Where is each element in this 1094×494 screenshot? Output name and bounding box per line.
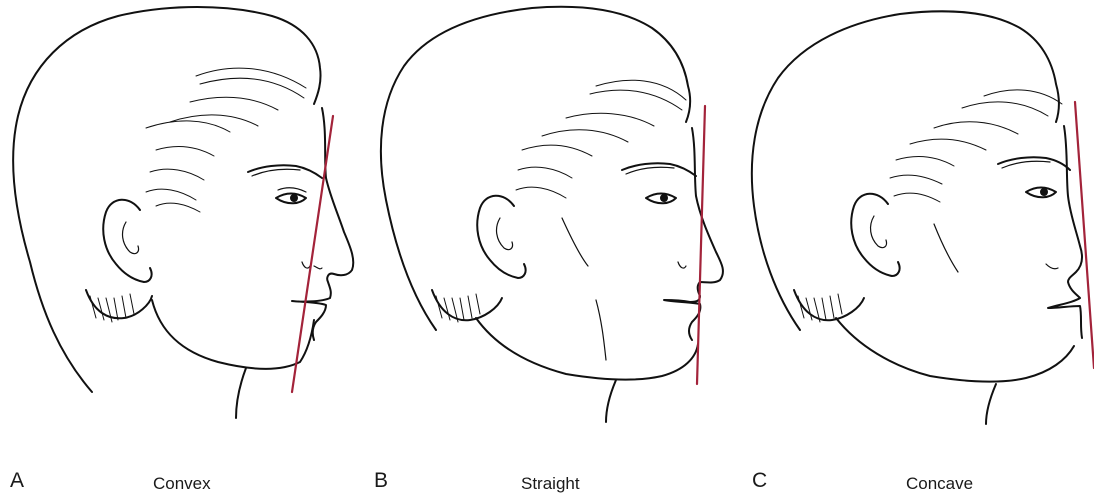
ear: [103, 200, 151, 282]
panel-convex: A Convex: [0, 0, 364, 494]
reference-line: [292, 116, 333, 392]
panel-concave: C Concave: [730, 0, 1094, 494]
face-profile: [292, 108, 353, 340]
neck-and-jaw: [432, 218, 616, 422]
panel-letter: C: [752, 470, 767, 491]
face-profile: [664, 128, 723, 340]
panel-letter: B: [374, 470, 388, 491]
convex-profile-drawing: [0, 0, 364, 440]
ear: [477, 196, 525, 278]
head-outline: [752, 11, 1074, 381]
panel-straight: B Straight: [366, 0, 730, 494]
eye: [622, 163, 696, 203]
head-outline: [13, 7, 320, 392]
head-outline: [381, 7, 698, 380]
neck-and-jaw: [86, 290, 246, 418]
neck-and-jaw: [794, 224, 996, 424]
concave-profile-drawing: [730, 0, 1094, 440]
panel-caption: Convex: [153, 475, 211, 492]
face-profile: [1046, 126, 1082, 338]
hair-strands: [516, 80, 686, 198]
eye: [248, 165, 322, 203]
hair-strands: [890, 90, 1062, 202]
panel-caption: Straight: [521, 475, 580, 492]
panel-letter: A: [10, 470, 24, 491]
ear: [851, 194, 899, 276]
hair-strands: [146, 68, 306, 212]
reference-line: [697, 106, 705, 384]
panel-caption: Concave: [906, 475, 973, 492]
eye: [998, 157, 1070, 197]
straight-profile-drawing: [366, 0, 730, 440]
